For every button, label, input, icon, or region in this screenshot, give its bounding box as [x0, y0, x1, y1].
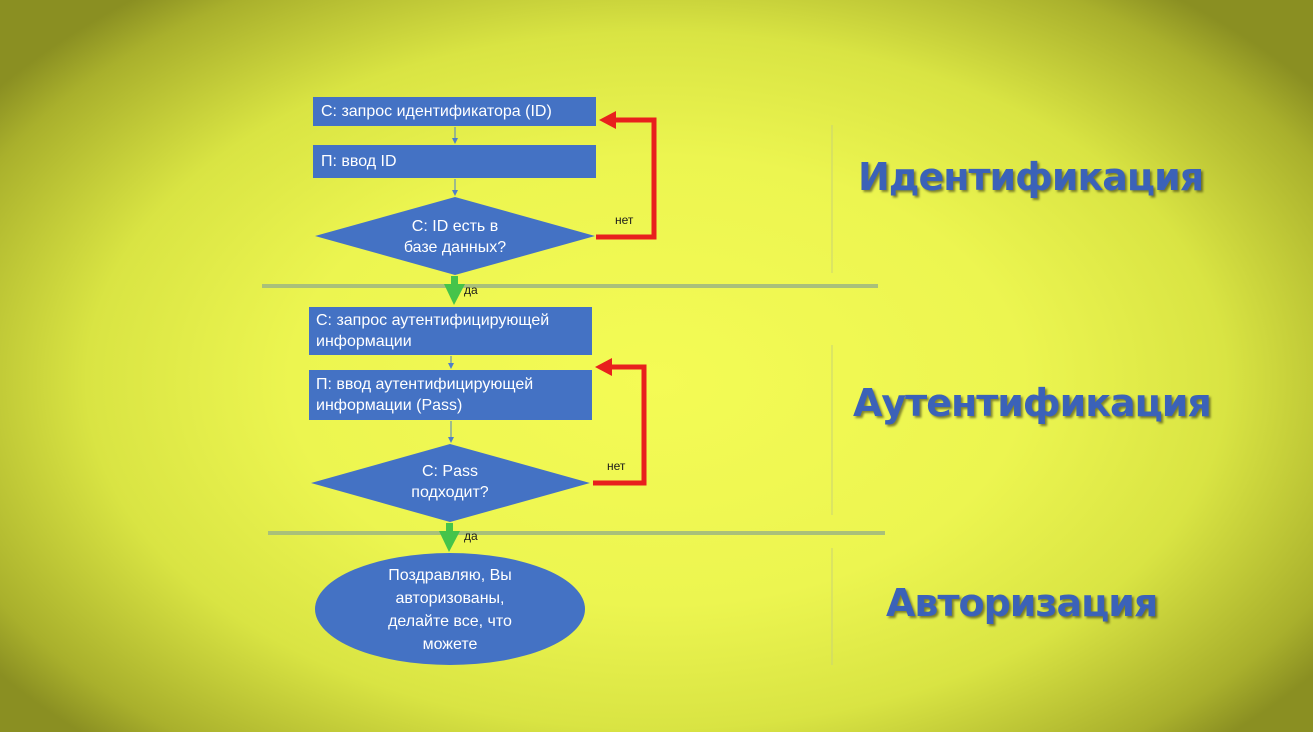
check-pass-diamond	[311, 444, 590, 522]
step-request-auth-label: С: запрос аутентифицирующей информации	[316, 310, 549, 352]
step-enter-id-label: П: ввод ID	[321, 153, 397, 170]
result-label-line: делайте все, что	[388, 613, 512, 630]
step-request-id-label: С: запрос идентификатора (ID)	[321, 103, 552, 120]
check-pass-label: С: Pass подходит?	[350, 461, 550, 503]
result-label: Поздравляю, Вы авторизованы, делайте все…	[350, 564, 550, 656]
step-request-auth-line: информации	[316, 333, 412, 350]
step-request-auth-box	[309, 307, 592, 355]
section-title-authentication: Аутентификация	[853, 381, 1212, 425]
result-label-line: Поздравляю, Вы	[388, 567, 512, 584]
result-ellipse	[315, 553, 585, 665]
check-pass-label-line: подходит?	[411, 484, 489, 501]
check-id-label: С: ID есть в базе данных?	[355, 216, 555, 258]
section-title-authorization: Авторизация	[886, 581, 1158, 625]
section-title-identification: Идентификация	[858, 155, 1204, 199]
step-enter-auth-line: информации (Pass)	[316, 397, 463, 414]
yes-label: да	[464, 529, 478, 543]
step-enter-auth-line: П: ввод аутентифицирующей	[316, 376, 534, 393]
check-pass-label-line: С: Pass	[421, 463, 478, 480]
no-loop-arrow-2	[593, 358, 647, 486]
yes-label: да	[464, 283, 478, 297]
step-request-auth-line: С: запрос аутентифицирующей	[316, 312, 550, 329]
no-loop-arrow-1	[596, 111, 657, 240]
result-label-line: можете	[422, 636, 478, 653]
yes-arrow-1	[444, 276, 465, 305]
no-label: нет	[607, 459, 626, 473]
check-id-diamond	[315, 197, 595, 275]
step-request-id-box	[313, 97, 596, 126]
result-label-line: авторизованы,	[395, 590, 505, 607]
step-enter-id-box	[313, 145, 596, 178]
step-enter-auth-box	[309, 370, 592, 420]
step-enter-auth-label: П: ввод аутентифицирующей информации (Pa…	[316, 374, 533, 416]
yes-arrow-2	[439, 523, 460, 552]
no-label: нет	[615, 213, 634, 227]
check-id-label-line: С: ID есть в	[411, 218, 499, 235]
check-id-label-line: базе данных?	[403, 239, 507, 256]
